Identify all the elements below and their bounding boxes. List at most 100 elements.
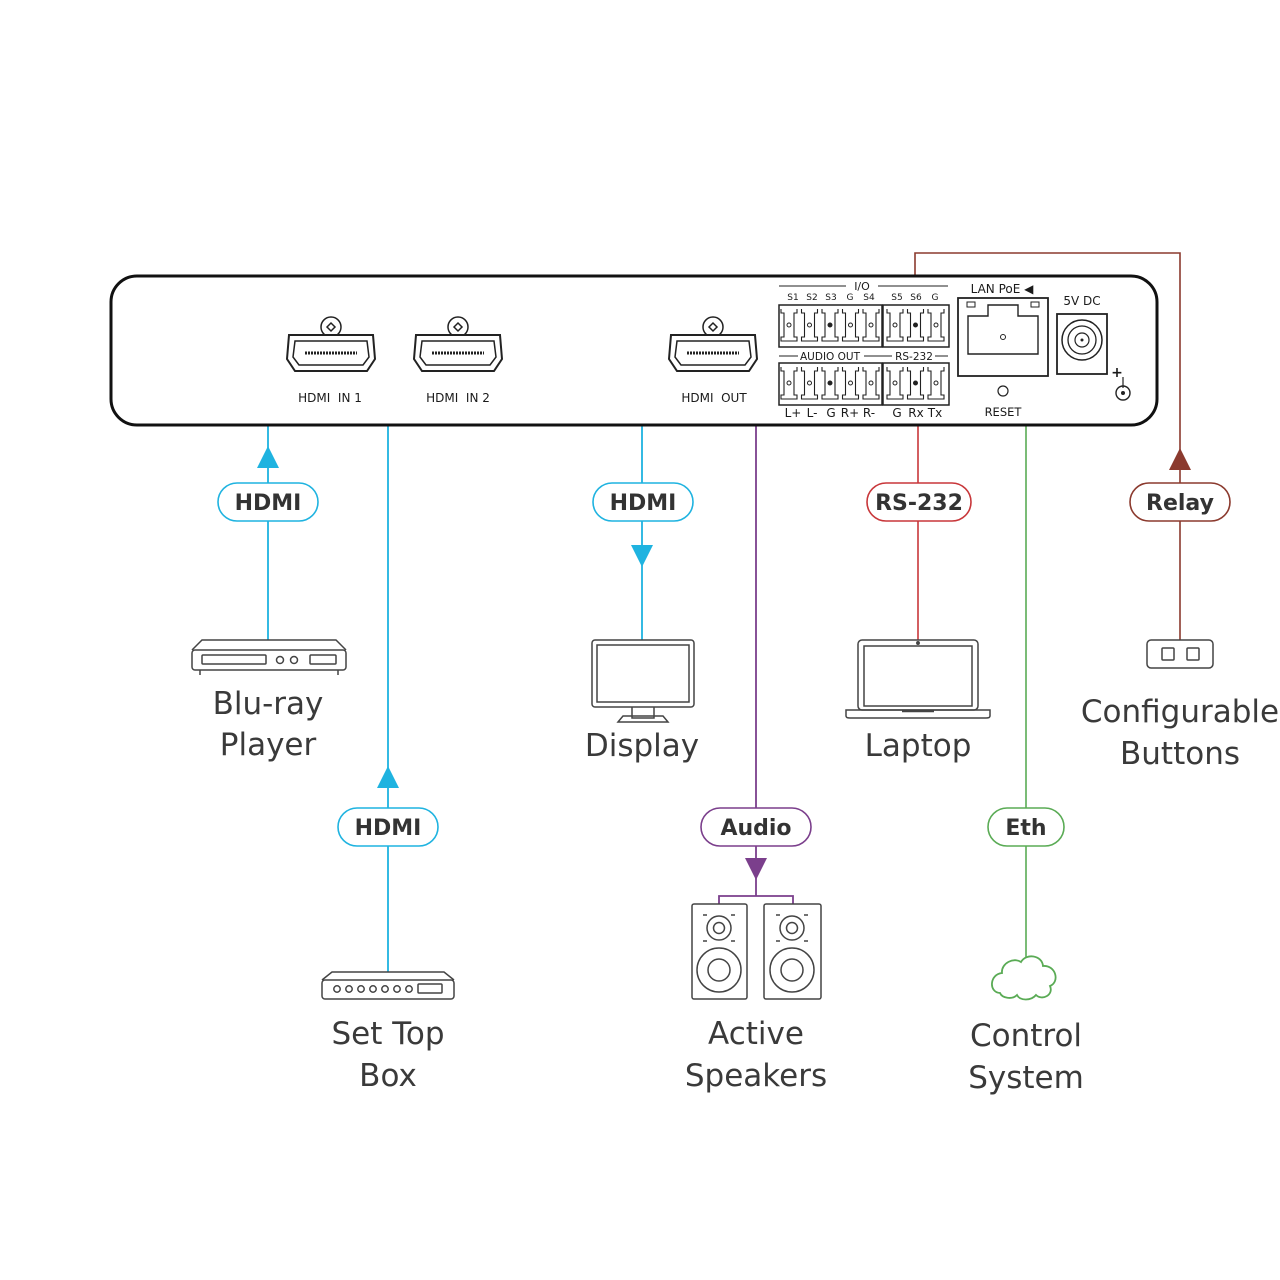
signal-labels: HDMI HDMI HDMI Audio RS-232 Eth Relay — [217, 482, 1231, 847]
io-pin-labels: S1 S2 S3 G S4 S5 S6 G — [787, 293, 938, 303]
audio-pin-label: L+ — [785, 406, 802, 420]
terminal-pin — [841, 367, 860, 400]
io-pin-label: G — [932, 293, 939, 303]
bluray-label-line1: Blu-ray — [213, 686, 324, 722]
settop-label-line2: Box — [359, 1058, 417, 1094]
device-rear-panel: HDMI IN 1 HDMI IN 2 HDMI OUT — [109, 274, 1159, 427]
bluray-player-icon — [191, 639, 347, 675]
control-system-cloud-icon — [991, 955, 1057, 1001]
svg-text:RS-232: RS-232 — [875, 491, 963, 516]
audio-out-title: AUDIO OUT — [800, 351, 861, 363]
speakers-label-line2: Speakers — [685, 1058, 827, 1094]
speaker-right-icon — [763, 903, 822, 1000]
bluray-arrow-icon — [257, 446, 279, 468]
terminal-pin — [800, 309, 819, 342]
signal-pill-relay: Relay — [1129, 482, 1231, 522]
audio-pin-label: R+ — [841, 406, 859, 420]
hdmi-out-port[interactable]: HDMI OUT — [667, 316, 759, 405]
io-pin-label: S5 — [891, 293, 902, 303]
terminal-pin — [862, 309, 880, 342]
io-title: I/O — [854, 280, 870, 293]
configurable-buttons-icon — [1146, 639, 1214, 669]
audio-pin-label: G — [826, 406, 835, 420]
terminal-pin — [886, 309, 904, 342]
io-pin-label: S3 — [825, 293, 836, 303]
svg-text:+: + — [1111, 365, 1123, 381]
hdmi-in-1-port[interactable]: HDMI IN 1 — [285, 316, 377, 405]
terminal-pin — [821, 309, 839, 342]
hdmi-out-label: HDMI OUT — [681, 391, 747, 405]
lan-poe-port[interactable]: LAN PoE ◀ — [957, 282, 1049, 377]
reset-button[interactable]: RESET — [985, 385, 1023, 419]
terminal-pin — [780, 309, 798, 342]
reset-label: RESET — [985, 405, 1023, 419]
settop-arrow-icon — [377, 766, 399, 788]
audio-rs232-terminals — [780, 367, 945, 400]
signal-pill-audio: Audio — [700, 807, 812, 847]
signal-pill-bluray: HDMI — [217, 482, 319, 522]
power-5v-dc-port[interactable]: 5V DC + — [1056, 294, 1131, 401]
active-speakers-icon — [691, 903, 822, 1000]
relay-line — [914, 252, 1191, 640]
settop-hdmi-line — [377, 349, 412, 972]
hdmi-in-2-label: HDMI IN 2 — [426, 391, 490, 405]
svg-text:Audio: Audio — [720, 816, 791, 841]
laptop-label: Laptop — [865, 728, 972, 764]
io-terminals — [780, 309, 945, 342]
svg-text:HDMI: HDMI — [235, 491, 302, 516]
buttons-label-line1: Configurable — [1081, 694, 1279, 730]
terminal-pin — [927, 367, 945, 400]
svg-text:HDMI: HDMI — [355, 816, 422, 841]
hdmi-in-2-port[interactable]: HDMI IN 2 — [412, 316, 504, 405]
polarity-icon: + — [1111, 365, 1131, 401]
io-pin-label: S6 — [910, 293, 922, 303]
io-pin-label: S4 — [863, 293, 875, 303]
terminal-pin — [906, 367, 925, 400]
settop-label-line1: Set Top — [331, 1016, 444, 1052]
audio-pin-label: L- — [807, 406, 818, 420]
terminal-pin — [780, 367, 798, 400]
terminal-pin — [927, 309, 945, 342]
io-pin-label: S1 — [787, 293, 798, 303]
speaker-left-icon — [691, 903, 748, 1000]
device-labels: Blu-ray Player Set Top Box Display Activ… — [213, 686, 1280, 1096]
signal-pill-settop: HDMI — [337, 807, 439, 847]
io-pin-label: S2 — [806, 293, 817, 303]
control-label-line1: Control — [970, 1018, 1082, 1054]
signal-pill-rs232: RS-232 — [866, 482, 972, 522]
terminal-pin — [841, 309, 860, 342]
audio-pin-label: R- — [863, 406, 875, 420]
rs232-title: RS-232 — [895, 351, 933, 363]
lan-poe-label: LAN PoE ◀ — [971, 282, 1035, 296]
relay-arrow-icon — [1169, 448, 1191, 470]
display-monitor-icon — [591, 639, 695, 723]
audio-rs232-terminal-block[interactable]: AUDIO OUT RS-232 L+ L- G R+ R- G Rx Tx — [778, 351, 950, 420]
svg-text:Eth: Eth — [1005, 816, 1046, 841]
signal-pill-eth: Eth — [987, 807, 1065, 847]
audio-rs232-pin-labels: L+ L- G R+ R- G Rx Tx — [785, 406, 943, 420]
io-terminal-block[interactable]: I/O S1 S2 S3 G S4 S5 S6 G — [778, 280, 950, 348]
hdmi-in-1-label: HDMI IN 1 — [298, 391, 362, 405]
bluray-label-line2: Player — [220, 727, 317, 763]
rs232-pin-label: Rx — [908, 406, 923, 420]
set-top-box-icon — [321, 971, 455, 1000]
signal-pill-display: HDMI — [592, 482, 694, 522]
terminal-pin — [886, 367, 904, 400]
buttons-label-line2: Buttons — [1120, 736, 1240, 772]
terminal-pin — [821, 367, 839, 400]
rs232-pin-label: G — [892, 406, 901, 420]
display-label: Display — [585, 728, 699, 764]
audio-arrow-icon — [745, 858, 767, 880]
rs232-pin-label: Tx — [927, 406, 942, 420]
terminal-pin — [800, 367, 819, 400]
io-pin-label: G — [847, 293, 854, 303]
control-label-line2: System — [968, 1060, 1084, 1096]
terminal-pin — [862, 367, 880, 400]
power-label: 5V DC — [1063, 294, 1100, 308]
display-arrow-icon — [631, 545, 653, 567]
svg-text:Relay: Relay — [1146, 491, 1214, 516]
laptop-icon — [845, 639, 991, 719]
terminal-pin — [906, 309, 925, 342]
svg-text:HDMI: HDMI — [610, 491, 677, 516]
